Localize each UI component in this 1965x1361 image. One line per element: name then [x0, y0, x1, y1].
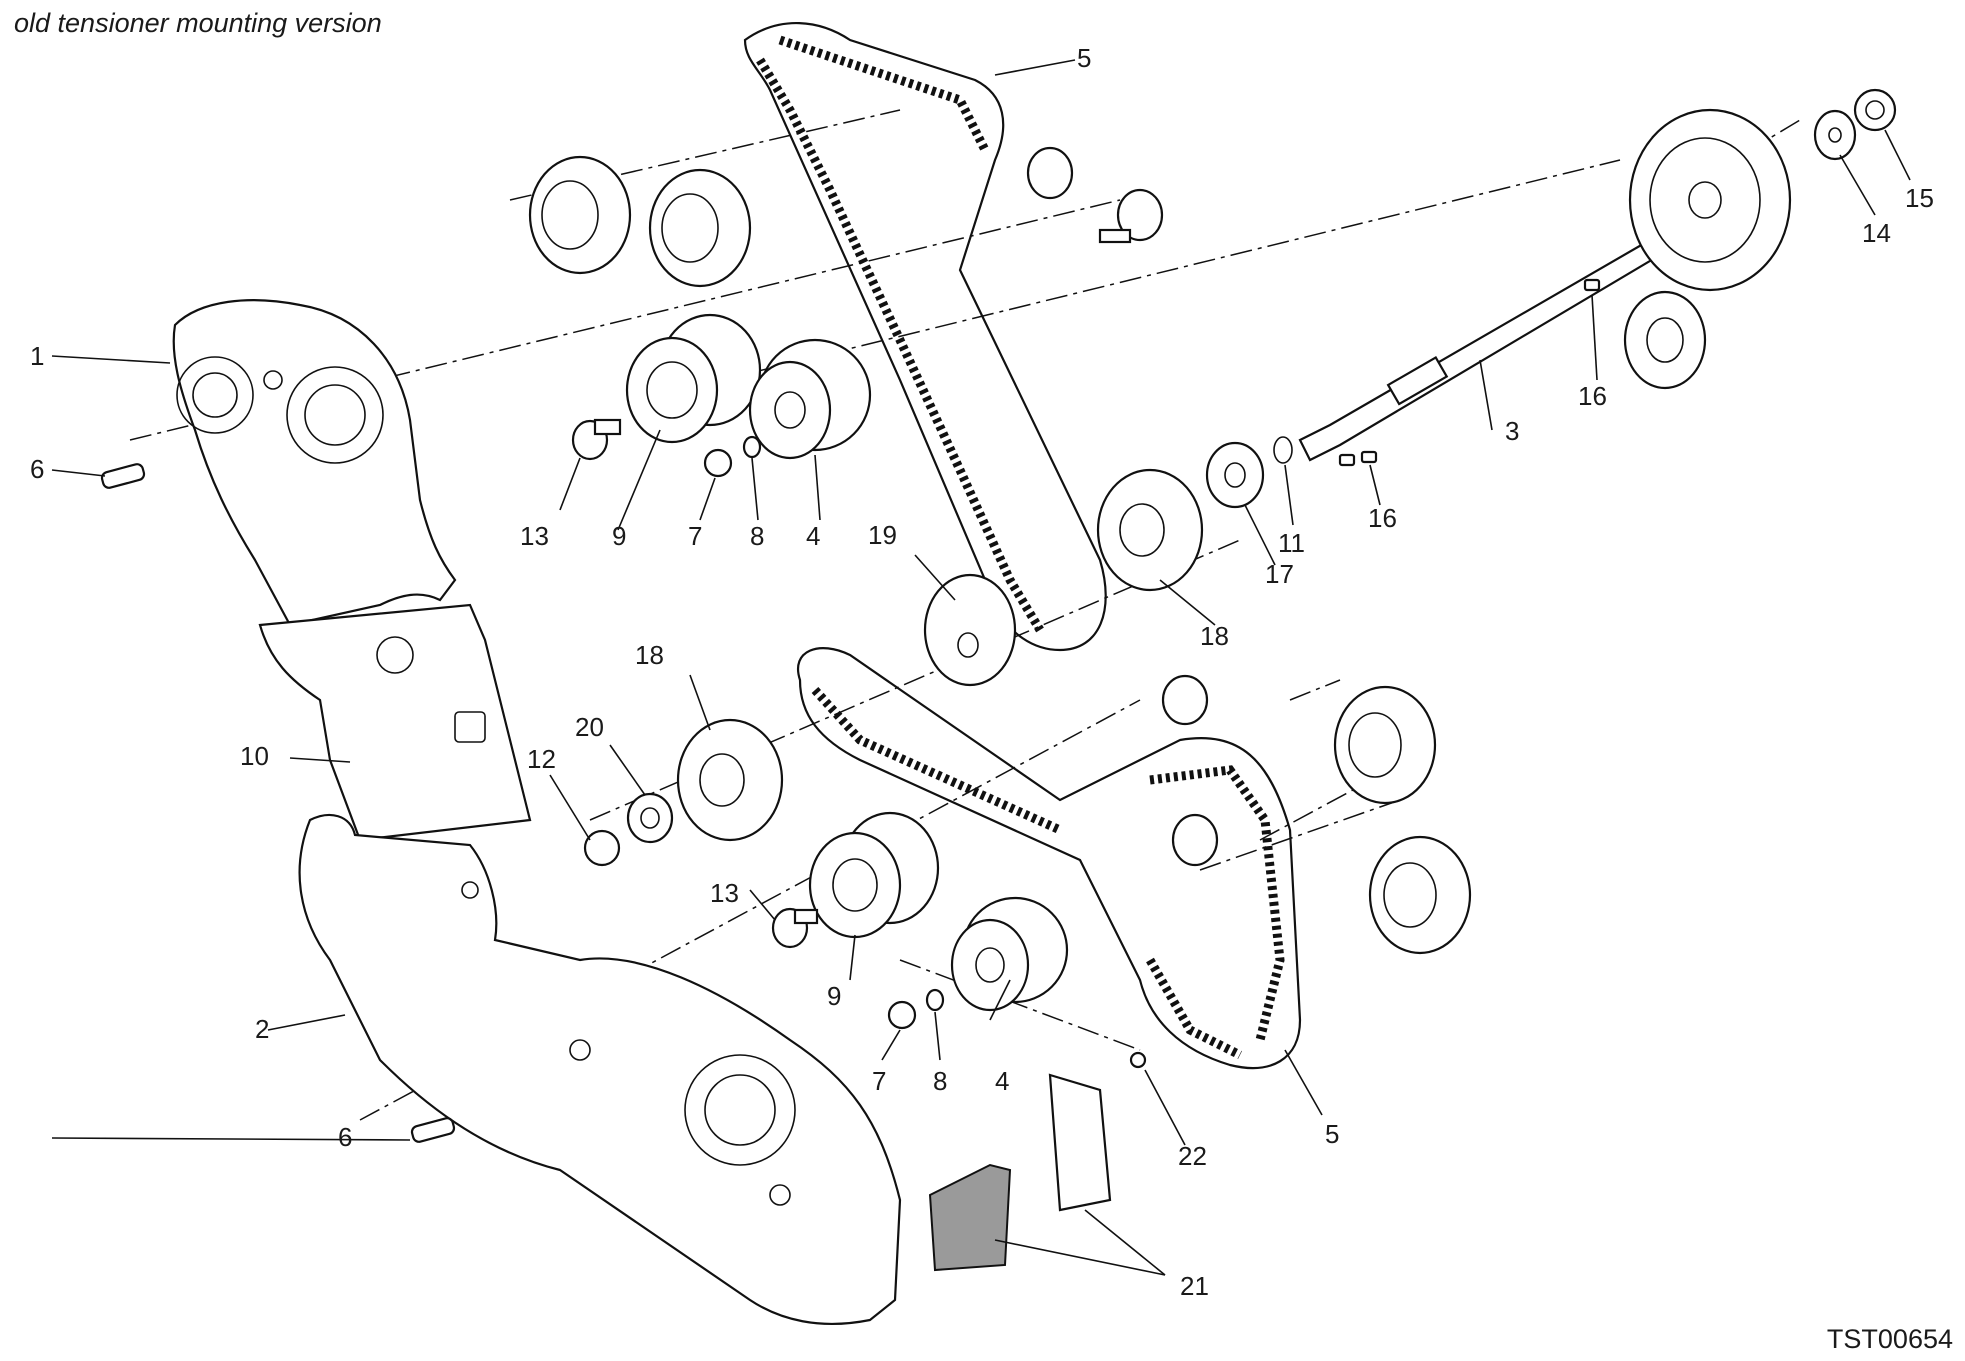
- middle-belt-cover: [258, 603, 532, 842]
- callout-5-upper: 5: [1077, 43, 1091, 73]
- upper-timing-belt: [743, 21, 1107, 652]
- screw-6-lower: [410, 1117, 456, 1143]
- spacer-17: [1205, 441, 1265, 509]
- circlip-11: [1273, 436, 1293, 464]
- upper-belt-cover: [172, 299, 457, 627]
- callout-6-lower: 6: [338, 1122, 352, 1152]
- washer-8-upper: [742, 435, 762, 459]
- lower-timing-belt: [797, 647, 1302, 1070]
- crankshaft-pulley-18-lower: [676, 718, 784, 842]
- tensioner-roller-9-lower: [808, 811, 940, 939]
- washer-20: [626, 792, 674, 844]
- diagram-title: old tensioner mounting version: [14, 8, 382, 38]
- idler-pulley-4-upper: [748, 338, 872, 460]
- callout-7-upper: 7: [688, 521, 702, 551]
- gear-small: [1623, 290, 1707, 390]
- stud-upper: [1026, 146, 1164, 244]
- callout-19: 19: [868, 520, 897, 550]
- callout-4-lower: 4: [995, 1066, 1009, 1096]
- washer-14: [1813, 109, 1857, 161]
- callout-13-upper: 13: [520, 521, 549, 551]
- camshaft-pulley-upper-right: [648, 168, 752, 288]
- drawing-code: TST00654: [1826, 1324, 1953, 1354]
- callout-22: 22: [1178, 1141, 1207, 1171]
- nut-15: [1853, 88, 1897, 132]
- camshaft-pulley-upper-left: [528, 155, 632, 275]
- callout-2: 2: [255, 1014, 269, 1044]
- callout-labels: 1 2 3 4 4 5 5 6 6 7 7 8 8 9 9 10 11 12 1…: [30, 43, 1934, 1301]
- lower-belt-cover: [298, 813, 902, 1326]
- callout-6-upper: 6: [30, 454, 44, 484]
- callout-12: 12: [527, 744, 556, 774]
- stud-lower: [1161, 674, 1219, 867]
- camshaft-pulley-lower-lower: [1368, 835, 1472, 955]
- gear-large: [1628, 108, 1792, 292]
- callout-13-lower: 13: [710, 878, 739, 908]
- callout-18-lower: 18: [635, 640, 664, 670]
- screw-13-lower: [771, 907, 819, 949]
- callout-5-lower: 5: [1325, 1119, 1339, 1149]
- crankshaft-pulley-18-upper: [1096, 468, 1204, 592]
- callout-8-upper: 8: [750, 521, 764, 551]
- shaft-3: [1298, 238, 1662, 462]
- label-plate-21: [928, 1073, 1112, 1272]
- callout-14: 14: [1862, 218, 1891, 248]
- nut-7-upper: [703, 448, 733, 478]
- callout-15: 15: [1905, 183, 1934, 213]
- callout-21: 21: [1180, 1271, 1209, 1301]
- screw-13-upper: [571, 418, 622, 461]
- washer-8-lower: [925, 988, 945, 1012]
- washer-19: [923, 573, 1017, 687]
- callout-16-lower: 16: [1368, 503, 1397, 533]
- tensioner-roller-9-upper: [625, 313, 762, 444]
- nut-12: [583, 829, 621, 867]
- leader-lines: [51, 59, 1911, 1276]
- screw-22: [1129, 1051, 1147, 1069]
- callout-3: 3: [1505, 416, 1519, 446]
- key-16: [1338, 278, 1601, 467]
- callout-17: 17: [1265, 559, 1294, 589]
- idler-pulley-4-lower: [950, 896, 1069, 1012]
- callout-9-upper: 9: [612, 521, 626, 551]
- callout-9-lower: 9: [827, 981, 841, 1011]
- camshaft-pulley-lower-upper: [1333, 685, 1437, 805]
- callout-1: 1: [30, 341, 44, 371]
- callout-16-upper: 16: [1578, 381, 1607, 411]
- callout-8-lower: 8: [933, 1066, 947, 1096]
- screw-6-upper: [100, 463, 146, 489]
- nut-7-lower: [887, 1000, 917, 1030]
- callout-11: 11: [1278, 528, 1305, 558]
- callout-7-lower: 7: [872, 1066, 886, 1096]
- callout-18-upper: 18: [1200, 621, 1229, 651]
- callout-20: 20: [575, 712, 604, 742]
- callout-4-upper: 4: [806, 521, 820, 551]
- callout-10: 10: [240, 741, 269, 771]
